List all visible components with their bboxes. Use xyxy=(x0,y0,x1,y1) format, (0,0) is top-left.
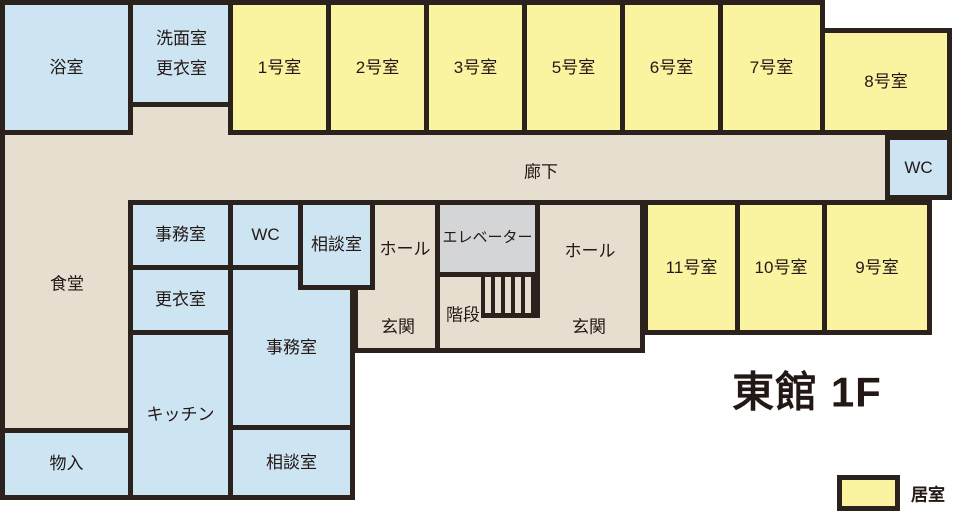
entrance-right-label: 玄関 xyxy=(572,317,606,337)
room-storage: 物入 xyxy=(0,428,133,500)
room-label: WC xyxy=(904,157,933,177)
room-2: 2号室 xyxy=(326,0,429,135)
room-label: 3号室 xyxy=(453,57,498,77)
stairs-right-wall xyxy=(535,270,540,318)
room-10: 10号室 xyxy=(735,200,827,335)
room-label: 洗面室 xyxy=(156,29,207,49)
room-label: 事務室 xyxy=(266,337,317,357)
elevator-left-wall xyxy=(435,270,440,353)
page-title: 東館 1F xyxy=(732,368,882,416)
dining-area xyxy=(5,133,130,433)
stairs-label: 階段 xyxy=(446,305,480,325)
room-label: 物入 xyxy=(49,454,84,474)
room-5: 5号室 xyxy=(522,0,625,135)
entrance-left-label: 玄関 xyxy=(381,317,415,337)
room-kitchen: キッチン xyxy=(128,330,233,500)
room-label: 相談室 xyxy=(266,452,317,472)
corridor-label: 廊下 xyxy=(524,162,558,182)
room-1: 1号室 xyxy=(228,0,331,135)
legend-label: 居室 xyxy=(911,485,945,505)
room-label: 更衣室 xyxy=(155,290,206,310)
room-washroom-changing: 洗面室 更衣室 xyxy=(128,0,235,107)
room-label: 9号室 xyxy=(855,257,899,277)
room-wc-upper: WC xyxy=(885,135,952,200)
room-11: 11号室 xyxy=(643,200,740,335)
room-6: 6号室 xyxy=(620,0,723,135)
room-changing: 更衣室 xyxy=(128,265,233,335)
room-9: 9号室 xyxy=(822,200,932,335)
dining-label: 食堂 xyxy=(50,274,84,294)
room-label: 10号室 xyxy=(754,257,808,277)
room-label: 7号室 xyxy=(749,57,794,77)
stairs-hatching xyxy=(481,275,535,318)
legend-swatch xyxy=(837,475,900,511)
room-3: 3号室 xyxy=(424,0,527,135)
room-label: エレベーター xyxy=(442,229,533,247)
room-8: 8号室 xyxy=(820,28,952,135)
room-label: 事務室 xyxy=(155,225,206,245)
room-label: 1号室 xyxy=(257,57,302,77)
room-label: 11号室 xyxy=(665,257,718,277)
room-consult-upper: 相談室 xyxy=(298,200,375,290)
hall-left-label: ホール xyxy=(379,239,431,259)
room-label: 8号室 xyxy=(864,71,908,91)
hall-right-label: ホール xyxy=(564,241,616,261)
room-label: WC xyxy=(251,225,280,245)
room-label: 更衣室 xyxy=(156,58,207,78)
room-label: 相談室 xyxy=(311,235,362,255)
outer-left-border xyxy=(0,0,5,500)
room-wc-middle: WC xyxy=(228,200,303,270)
corridor-area xyxy=(230,133,888,200)
corridor-recess xyxy=(128,102,233,200)
room-office-small: 事務室 xyxy=(128,200,233,270)
room-label: 2号室 xyxy=(355,57,400,77)
room-label: 6号室 xyxy=(649,57,694,77)
room-7: 7号室 xyxy=(718,0,825,135)
room-label: 浴室 xyxy=(49,57,84,77)
room-consult-lower: 相談室 xyxy=(228,425,355,500)
room-elevator: エレベーター xyxy=(435,200,540,277)
room-label: キッチン xyxy=(146,405,215,425)
room-office-large: 事務室 xyxy=(228,265,355,430)
room-label: 5号室 xyxy=(551,57,596,77)
room-bathroom: 浴室 xyxy=(0,0,133,135)
